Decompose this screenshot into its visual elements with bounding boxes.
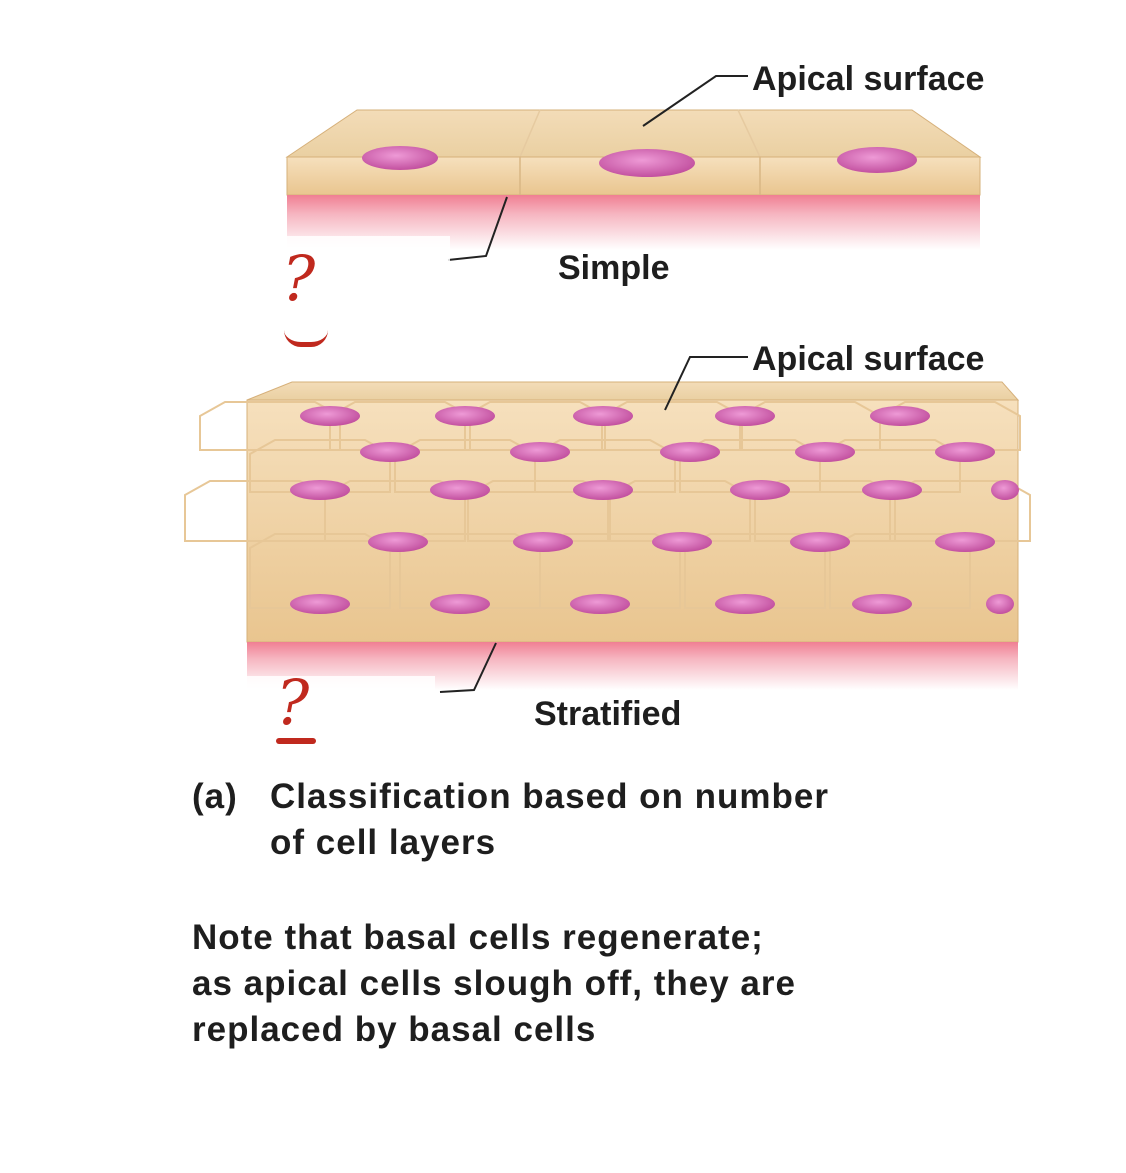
nucleus	[852, 594, 912, 614]
note-line-3: replaced by basal cells	[192, 1010, 597, 1049]
nucleus	[599, 149, 695, 177]
caption-line-2: of cell layers	[270, 823, 497, 862]
nucleus	[991, 480, 1019, 500]
nucleus	[360, 442, 420, 462]
nucleus	[570, 594, 630, 614]
simple-epithelium	[285, 109, 982, 250]
nucleus	[513, 532, 573, 552]
apical-surface-label-bottom: Apical surface	[752, 340, 985, 378]
nucleus	[652, 532, 712, 552]
nucleus	[510, 442, 570, 462]
nucleus	[730, 480, 790, 500]
nucleus	[573, 480, 633, 500]
nucleus	[368, 532, 428, 552]
nucleus	[435, 406, 495, 426]
cell-outline	[879, 401, 1021, 451]
handwritten-mark-top	[284, 330, 328, 347]
nucleus	[430, 594, 490, 614]
note-line-2: as apical cells slough off, they are	[192, 964, 796, 1003]
basal-leader-top	[447, 196, 508, 261]
nucleus	[362, 146, 438, 170]
nucleus	[795, 442, 855, 462]
nucleus	[790, 532, 850, 552]
nucleus	[430, 480, 490, 500]
question-mark-bottom: ?	[276, 666, 310, 739]
simple-label: Simple	[558, 249, 670, 287]
nucleus	[862, 480, 922, 500]
nucleus	[986, 594, 1014, 614]
nucleus	[290, 480, 350, 500]
nucleus	[935, 532, 995, 552]
nucleus	[290, 594, 350, 614]
nucleus	[837, 147, 917, 173]
apical-surface-label-top: Apical surface	[752, 60, 985, 98]
nucleus	[935, 442, 995, 462]
nucleus	[300, 406, 360, 426]
apical-leader-top	[642, 75, 748, 127]
stratified-epithelium	[184, 381, 1031, 690]
note-line-1: Note that basal cells regenerate;	[192, 918, 764, 957]
question-mark-top: ?	[282, 242, 316, 315]
nucleus	[573, 406, 633, 426]
cell-outline	[889, 480, 1031, 542]
caption-line-1: Classification based on number	[270, 777, 829, 816]
handwritten-mark-bottom	[276, 738, 316, 744]
nucleus	[715, 406, 775, 426]
basal-leader-bottom	[439, 642, 497, 693]
nucleus	[870, 406, 930, 426]
nucleus	[715, 594, 775, 614]
nucleus	[660, 442, 720, 462]
stratified-label: Stratified	[534, 695, 682, 733]
apical-leader-bottom	[664, 356, 748, 411]
caption-letter: (a)	[192, 777, 238, 816]
